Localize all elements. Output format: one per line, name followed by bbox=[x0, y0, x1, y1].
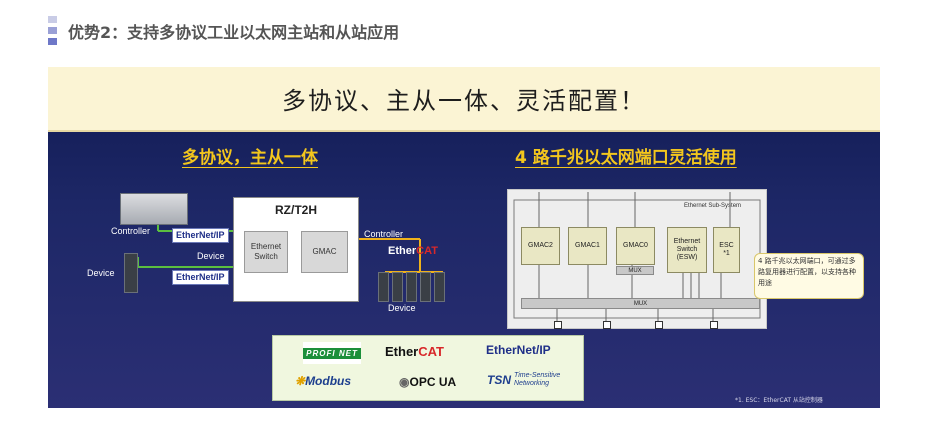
port-icon bbox=[655, 321, 663, 329]
chip-title: RZ/T2H bbox=[275, 203, 317, 217]
right-heading: 4 路千兆以太网端口灵活使用 bbox=[515, 148, 737, 168]
device-image bbox=[378, 272, 389, 302]
device-mid-label: Device bbox=[197, 251, 225, 261]
controller-plc-image bbox=[120, 193, 188, 225]
tsn-logo: TSN Time-Sensitive Networking bbox=[487, 372, 561, 387]
mux-large: MUX bbox=[521, 298, 760, 309]
controller-left-label: Controller bbox=[111, 226, 151, 236]
esc-box: ESC *1 bbox=[713, 227, 740, 273]
ethernet-switch-box: Ethernet Switch bbox=[244, 231, 288, 273]
protocol-logos-panel: PROFI NET EtherCAT EtherNet/IP ❋Modbus ◉… bbox=[272, 335, 584, 401]
device-image bbox=[406, 272, 417, 302]
banner-title: 多协议、主从一体、灵活配置！ bbox=[282, 87, 646, 115]
device-image bbox=[392, 272, 403, 302]
ethercat-logo: EtherCAT bbox=[388, 245, 438, 257]
banner: 多协议、主从一体、灵活配置！ bbox=[48, 67, 880, 132]
mux-small: MUX bbox=[616, 266, 654, 275]
device-image bbox=[420, 272, 431, 302]
ethernet-ip-logo: EtherNet/IP bbox=[172, 228, 229, 243]
rz-t2h-chip: RZ/T2H Ethernet Switch GMAC bbox=[233, 197, 359, 302]
profinet-logo: PROFI NET bbox=[303, 342, 361, 364]
device-left-label: Device bbox=[87, 268, 115, 278]
footnote: *1. ESC：EtherCAT 从站控制器 bbox=[735, 397, 823, 404]
gmac-box: GMAC bbox=[301, 231, 348, 273]
ethernet-subsystem-diagram: Ethernet Sub-System GMAC2 GMAC1 GMAC0 MU… bbox=[507, 189, 767, 329]
left-heading: 多协议，主从一体 bbox=[182, 148, 318, 168]
gmac0-box: GMAC0 bbox=[616, 227, 655, 265]
device-image bbox=[434, 272, 445, 302]
slide-image: 多协议、主从一体、灵活配置！ 多协议，主从一体 4 路千兆以太网端口灵活使用 C… bbox=[48, 67, 880, 408]
opc-ua-logo: ◉OPC UA bbox=[399, 375, 457, 389]
callout-note: 4 路千兆以太网端口，可通过多路复用器进行配置，以支持各种用途 bbox=[754, 253, 864, 299]
subsystem-title: Ethernet Sub-System bbox=[684, 203, 742, 209]
port-icon bbox=[554, 321, 562, 329]
esw-box: Ethernet Switch (ESW) bbox=[667, 227, 707, 273]
page-title: 优势2：支持多协议工业以太网主站和从站应用 bbox=[68, 23, 400, 42]
section-header: 优势2：支持多协议工业以太网主站和从站应用 bbox=[48, 14, 399, 48]
ethercat-logo: EtherCAT bbox=[385, 344, 444, 359]
device-bottom-label: Device bbox=[388, 303, 416, 313]
ethernet-ip-logo: EtherNet/IP bbox=[486, 343, 551, 357]
gmac1-box: GMAC1 bbox=[568, 227, 607, 265]
controller-right-label: Controller bbox=[364, 229, 404, 239]
port-icon bbox=[710, 321, 718, 329]
gmac2-box: GMAC2 bbox=[521, 227, 560, 265]
port-icon bbox=[603, 321, 611, 329]
modbus-logo: ❋Modbus bbox=[295, 374, 352, 388]
ethernet-ip-logo: EtherNet/IP bbox=[172, 270, 229, 285]
bullet-icon bbox=[48, 14, 60, 48]
device-left-image bbox=[124, 253, 138, 293]
